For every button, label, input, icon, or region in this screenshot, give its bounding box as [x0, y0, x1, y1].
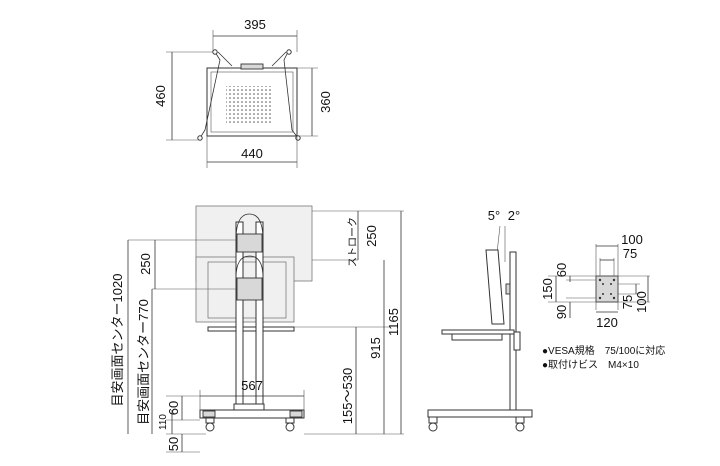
top-view: 395 460 360 440	[153, 17, 333, 168]
front-view: 250 目安画面センター1020 目安画面センター770 60 110 50 5…	[110, 205, 404, 453]
vesa-90: 90	[554, 305, 569, 319]
side-view: 5° 2°	[427, 208, 533, 432]
dim-440: 440	[241, 146, 263, 161]
vesa-75-top: 75	[623, 246, 637, 261]
dim-50: 50	[166, 437, 181, 451]
dim-395: 395	[244, 17, 266, 32]
tilt-2: 2°	[508, 208, 520, 223]
dim-1165: 1165	[386, 308, 401, 336]
vesa-120: 120	[596, 315, 618, 330]
dim-460: 460	[153, 85, 168, 107]
dim-60: 60	[166, 401, 181, 415]
side-screen	[485, 249, 505, 325]
center-770-label: 目安画面センター770	[136, 299, 151, 425]
vent-grid	[226, 86, 272, 124]
center-1020-label: 目安画面センター1020	[110, 274, 125, 407]
vesa-detail: 100 75 60 150 90 75 100 120	[540, 232, 650, 330]
vesa-100-right: 100	[634, 291, 649, 313]
vesa-60: 60	[554, 263, 569, 277]
base	[199, 409, 305, 419]
vesa-150: 150	[540, 278, 555, 300]
shelf	[207, 326, 295, 332]
dim-915: 915	[368, 337, 383, 359]
vesa-75-right: 75	[620, 295, 635, 309]
shelf-range: 155～530	[340, 368, 355, 424]
tilt-5: 5°	[488, 208, 500, 223]
dim-110: 110	[158, 414, 169, 430]
note-screws: ●取付けビス M4×10	[542, 358, 639, 371]
dim-360: 360	[318, 91, 333, 113]
vesa-100-top: 100	[621, 232, 643, 247]
note-vesa: ●VESA規格 75/100に対応	[542, 344, 665, 357]
dim-567: 567	[241, 378, 263, 393]
stroke-label: ストローク	[347, 217, 359, 267]
stroke-250: 250	[364, 225, 379, 247]
dim-250-left: 250	[138, 253, 153, 275]
